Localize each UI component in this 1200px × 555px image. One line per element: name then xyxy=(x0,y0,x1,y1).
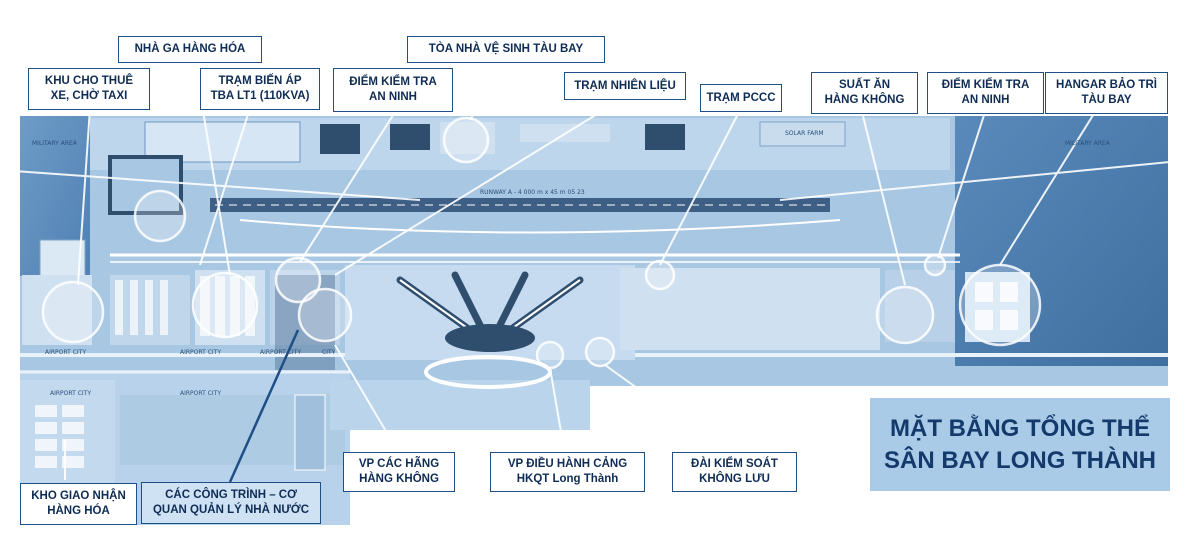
label-airport-city-1: AIRPORT CITY xyxy=(45,349,86,356)
highlight-security-left xyxy=(274,256,322,304)
plan-title: MẶT BẰNG TỔNG THỂ SÂN BAY LONG THÀNH xyxy=(870,398,1170,491)
callout-control-tower: ĐÀI KIỂM SOÁT KHÔNG LƯU xyxy=(672,452,797,492)
highlight-security-right xyxy=(923,253,947,277)
callout-substation: TRẠM BIẾN ÁP TBA LT1 (110KVA) xyxy=(200,68,320,110)
plan-title-line2: SÂN BAY LONG THÀNH xyxy=(883,446,1157,474)
label-airport-city-5: AIRPORT CITY xyxy=(260,349,301,356)
leader-fuel xyxy=(334,99,621,276)
callout-fuel-station: TRẠM NHIÊN LIỆU xyxy=(564,72,686,100)
leader-security-right xyxy=(937,111,986,259)
callout-airline-offices: VP CÁC HÃNG HÀNG KHÔNG xyxy=(343,452,455,492)
callout-cargo-terminal: NHÀ GA HÀNG HÓA xyxy=(118,36,262,63)
leader-tower xyxy=(604,364,731,456)
label-runway: RUNWAY A - 4 000 m x 45 m 05 23 xyxy=(480,189,585,196)
highlight-tower xyxy=(584,336,616,368)
leader-car-rental xyxy=(77,107,91,286)
callout-security-right: ĐIỂM KIỂM TRA AN NINH xyxy=(927,72,1044,114)
callout-hangar: HANGAR BẢO TRÌ TÀU BAY xyxy=(1045,72,1168,114)
callout-car-rental: KHU CHO THUÊ XE, CHỜ TAXI xyxy=(28,68,150,110)
plan-title-line1: MẶT BẰNG TỔNG THỂ xyxy=(890,414,1150,442)
callout-cargo-handover: KHO GIAO NHẬN HÀNG HÓA xyxy=(20,483,137,525)
label-airport-city-4: AIRPORT CITY xyxy=(180,390,221,397)
leader-catering xyxy=(861,111,906,286)
label-airport-city-2: AIRPORT CITY xyxy=(180,349,221,356)
leader-hygiene xyxy=(469,61,506,121)
leader-security-left xyxy=(299,111,396,263)
leader-airline-offices xyxy=(334,344,401,456)
callout-aircraft-hygiene: TÒA NHÀ VỆ SINH TÀU BAY xyxy=(407,36,605,63)
highlight-ops xyxy=(535,340,565,370)
solar-farm xyxy=(759,121,846,147)
leader-fire xyxy=(659,109,741,266)
highlight-hygiene xyxy=(442,116,490,164)
highlight-substation xyxy=(133,189,187,243)
runway xyxy=(210,198,830,212)
highlight-fire xyxy=(644,259,676,291)
highlight-car-rental xyxy=(41,280,105,344)
leader-ops xyxy=(549,367,566,456)
highlight-catering xyxy=(875,285,935,345)
label-military-left: MILITARY AREA xyxy=(32,140,77,147)
leader-gov xyxy=(228,329,300,483)
highlight-cargo xyxy=(191,271,259,339)
highlight-gov xyxy=(297,287,353,343)
leader-hangar xyxy=(999,111,1096,266)
label-airport-city-3: AIRPORT CITY xyxy=(50,390,91,397)
callout-fire-station: TRẠM PCCC xyxy=(700,84,782,112)
callout-airport-ops: VP ĐIỀU HÀNH CẢNG HKQT Long Thành xyxy=(490,452,645,492)
highlight-hangar xyxy=(958,263,1042,347)
callout-catering: SUẤT ĂN HÀNG KHÔNG xyxy=(811,72,918,114)
label-military-right: MILITARY AREA xyxy=(1065,140,1110,147)
callout-security-left: ĐIỂM KIỂM TRA AN NINH xyxy=(333,68,453,112)
label-solar-farm: SOLAR FARM xyxy=(785,130,824,137)
callout-gov-agencies: CÁC CÔNG TRÌNH – CƠ QUAN QUẢN LÝ NHÀ NƯỚ… xyxy=(141,482,321,524)
label-city: CITY xyxy=(322,349,336,356)
terminal-core xyxy=(445,324,535,352)
